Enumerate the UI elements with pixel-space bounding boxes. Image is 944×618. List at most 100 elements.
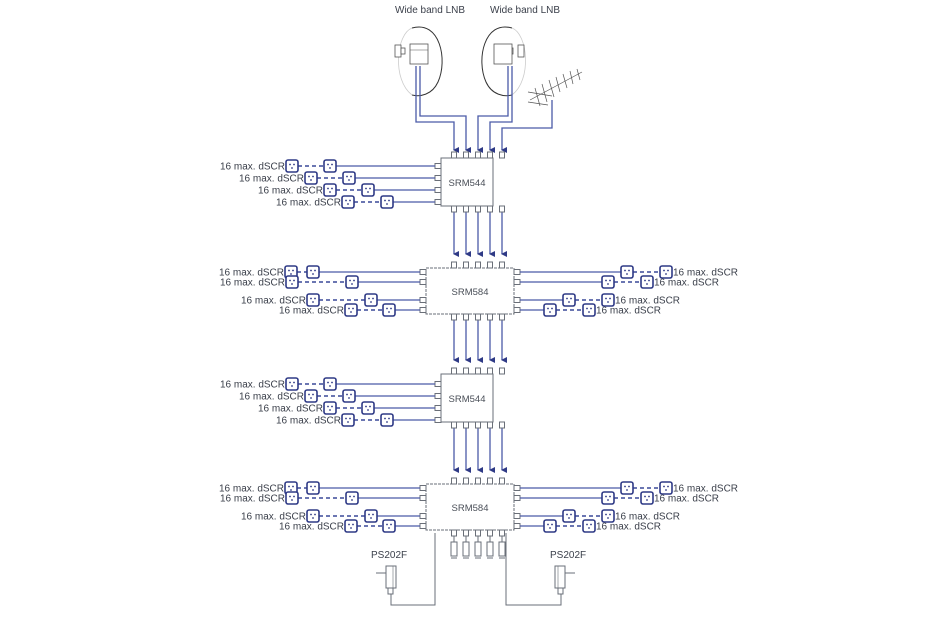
terminator-resistor [486, 541, 494, 557]
wall-outlet-icon [380, 195, 394, 209]
wall-outlet-icon [361, 183, 375, 197]
wall-outlet-icon [304, 389, 318, 403]
output-port [419, 485, 427, 491]
trunk-port [487, 261, 493, 269]
outlet-capacity-label: 16 max. dSCR [654, 278, 719, 289]
output-port [419, 523, 427, 529]
outlet-capacity-label: 16 max. dSCR [276, 416, 341, 427]
trunk-port [487, 313, 493, 321]
trunk-port [499, 421, 505, 429]
wall-outlet-icon [285, 377, 299, 391]
wall-outlet-icon [323, 183, 337, 197]
outlet-capacity-label: 16 max. dSCR [596, 306, 661, 317]
wall-outlet-icon [582, 303, 596, 317]
outlet-capacity-label: 16 max. dSCR [241, 296, 306, 307]
wall-outlet-icon [601, 275, 615, 289]
trunk-port [487, 477, 493, 485]
lnb-feed-cable [419, 66, 471, 153]
output-port [513, 523, 521, 529]
terminator-resistor [462, 541, 470, 557]
wall-outlet-icon [285, 275, 299, 289]
terminator-resistor [498, 541, 506, 557]
wall-outlet-icon [562, 509, 576, 523]
multiswitch-srm584: SRM584 [419, 261, 521, 321]
wall-outlet-icon [382, 519, 396, 533]
output-port [419, 297, 427, 303]
wall-outlet-icon [345, 275, 359, 289]
outlet-capacity-label: 16 max. dSCR [220, 162, 285, 173]
trunk-port [475, 151, 481, 159]
outlet-capacity-label: 16 max. dSCR [241, 512, 306, 523]
trunk-port [475, 421, 481, 429]
device-model-label: SRM584 [452, 503, 489, 514]
trunk-port [487, 421, 493, 429]
trunk-port [487, 367, 493, 375]
wall-outlet-icon [620, 265, 634, 279]
output-port [434, 405, 442, 411]
trunk-port [499, 313, 505, 321]
terrestrial-antenna-icon [527, 68, 583, 107]
wall-outlet-icon [306, 509, 320, 523]
trunk-port [499, 367, 505, 375]
wall-outlet-icon [344, 303, 358, 317]
output-port [419, 495, 427, 501]
terminator-resistor [450, 541, 458, 557]
output-port [513, 269, 521, 275]
trunk-port [463, 367, 469, 375]
output-port [513, 513, 521, 519]
trunk-port [463, 529, 469, 537]
lnb-feed-cable [501, 100, 553, 153]
trunk-port [451, 367, 457, 375]
outlet-capacity-label: 16 max. dSCR [615, 296, 680, 307]
outlet-capacity-label: 16 max. dSCR [673, 268, 738, 279]
terminator-resistors [450, 536, 506, 559]
outlet-capacity-label: 16 max. dSCR [239, 174, 304, 185]
trunk-port [463, 205, 469, 213]
outlet-capacity-label: 16 max. dSCR [220, 494, 285, 505]
trunk-port [451, 313, 457, 321]
wall-outlet-icon [342, 171, 356, 185]
wall-outlet-icon [306, 293, 320, 307]
wall-outlet-icon [601, 491, 615, 505]
wall-outlet-icon [640, 275, 654, 289]
output-port [513, 495, 521, 501]
wall-outlet-icon [323, 159, 337, 173]
wall-outlet-icon [582, 519, 596, 533]
device-body [425, 267, 515, 315]
power-supply-left-icon [376, 533, 436, 606]
output-port [434, 417, 442, 423]
trunk-port [499, 261, 505, 269]
lnb-feed-cable [477, 66, 509, 153]
outlet-capacity-label: 16 max. dSCR [220, 278, 285, 289]
wall-outlet-icon [543, 519, 557, 533]
device-body [440, 157, 494, 207]
trunk-port [475, 205, 481, 213]
wall-outlet-icon [323, 401, 337, 415]
output-port [419, 513, 427, 519]
lnb-label-right: Wide band LNB [490, 5, 560, 16]
output-port [434, 175, 442, 181]
wall-outlet-icon [285, 491, 299, 505]
trunk-port [475, 367, 481, 375]
outlet-capacity-label: 16 max. dSCR [258, 186, 323, 197]
wall-outlet-icon [364, 509, 378, 523]
wall-outlet-icon [620, 481, 634, 495]
power-supply-label-left: PS202F [371, 550, 407, 561]
output-port [434, 187, 442, 193]
trunk-port [463, 151, 469, 159]
outlet-capacity-label: 16 max. dSCR [239, 392, 304, 403]
trunk-port [499, 477, 505, 485]
outlet-capacity-label: 16 max. dSCR [673, 484, 738, 495]
trunk-port [499, 205, 505, 213]
trunk-port [487, 205, 493, 213]
trunk-port [475, 477, 481, 485]
device-body [440, 373, 494, 423]
output-port [434, 163, 442, 169]
outlet-capacity-label: 16 max. dSCR [279, 306, 344, 317]
lnb-label-left: Wide band LNB [395, 5, 465, 16]
output-port [419, 279, 427, 285]
output-port [434, 381, 442, 387]
output-port [513, 297, 521, 303]
wall-outlet-icon [659, 265, 673, 279]
